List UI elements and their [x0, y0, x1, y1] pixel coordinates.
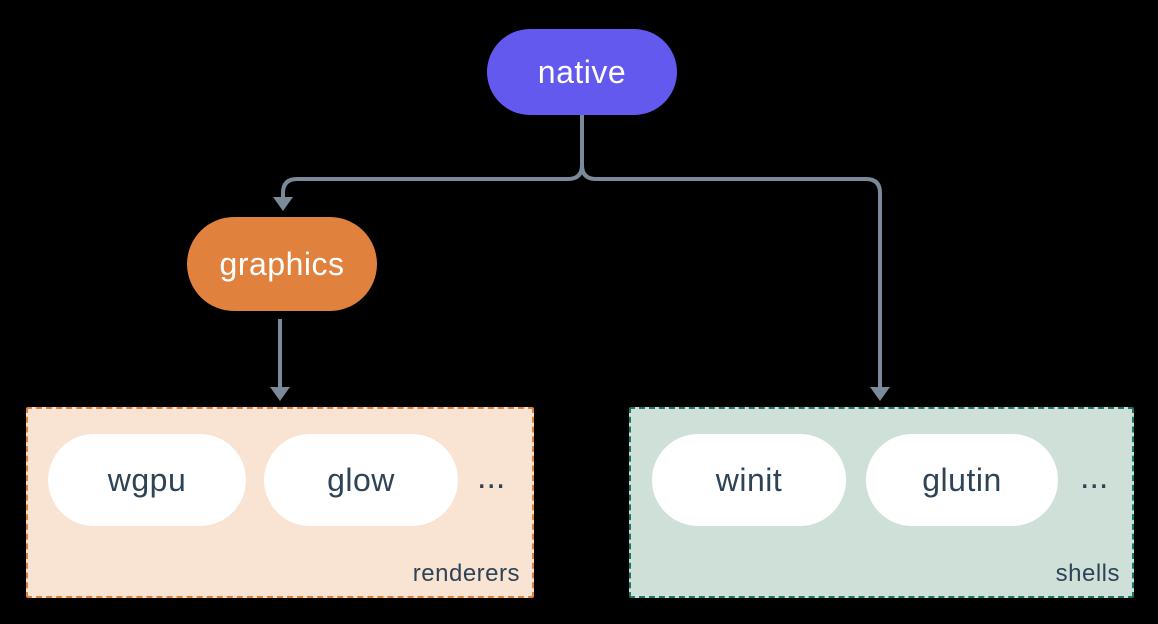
edge-native-to-graphics	[281, 114, 584, 198]
node-wgpu: wgpu	[48, 434, 246, 526]
node-winit-label: winit	[715, 461, 783, 498]
renderers-ellipsis: ...	[477, 458, 506, 496]
node-wgpu-label: wgpu	[107, 461, 187, 498]
node-glow-label: glow	[327, 461, 395, 498]
shells-ellipsis: ...	[1080, 458, 1109, 496]
node-glow: glow	[264, 434, 458, 526]
group-renderers-label: renderers	[412, 560, 520, 587]
node-graphics: graphics	[187, 217, 377, 311]
node-graphics-label: graphics	[219, 245, 345, 282]
node-native-label: native	[537, 53, 627, 90]
node-glutin-label: glutin	[922, 461, 1002, 498]
arrowhead-graphics	[273, 197, 293, 211]
edge-native-to-shells	[580, 114, 882, 388]
group-shells-label: shells	[1055, 560, 1120, 587]
node-native: native	[487, 29, 677, 115]
arrowhead-renderers	[270, 387, 290, 401]
node-glutin: glutin	[866, 434, 1058, 526]
arrowhead-shells	[870, 387, 890, 401]
node-winit: winit	[652, 434, 846, 526]
